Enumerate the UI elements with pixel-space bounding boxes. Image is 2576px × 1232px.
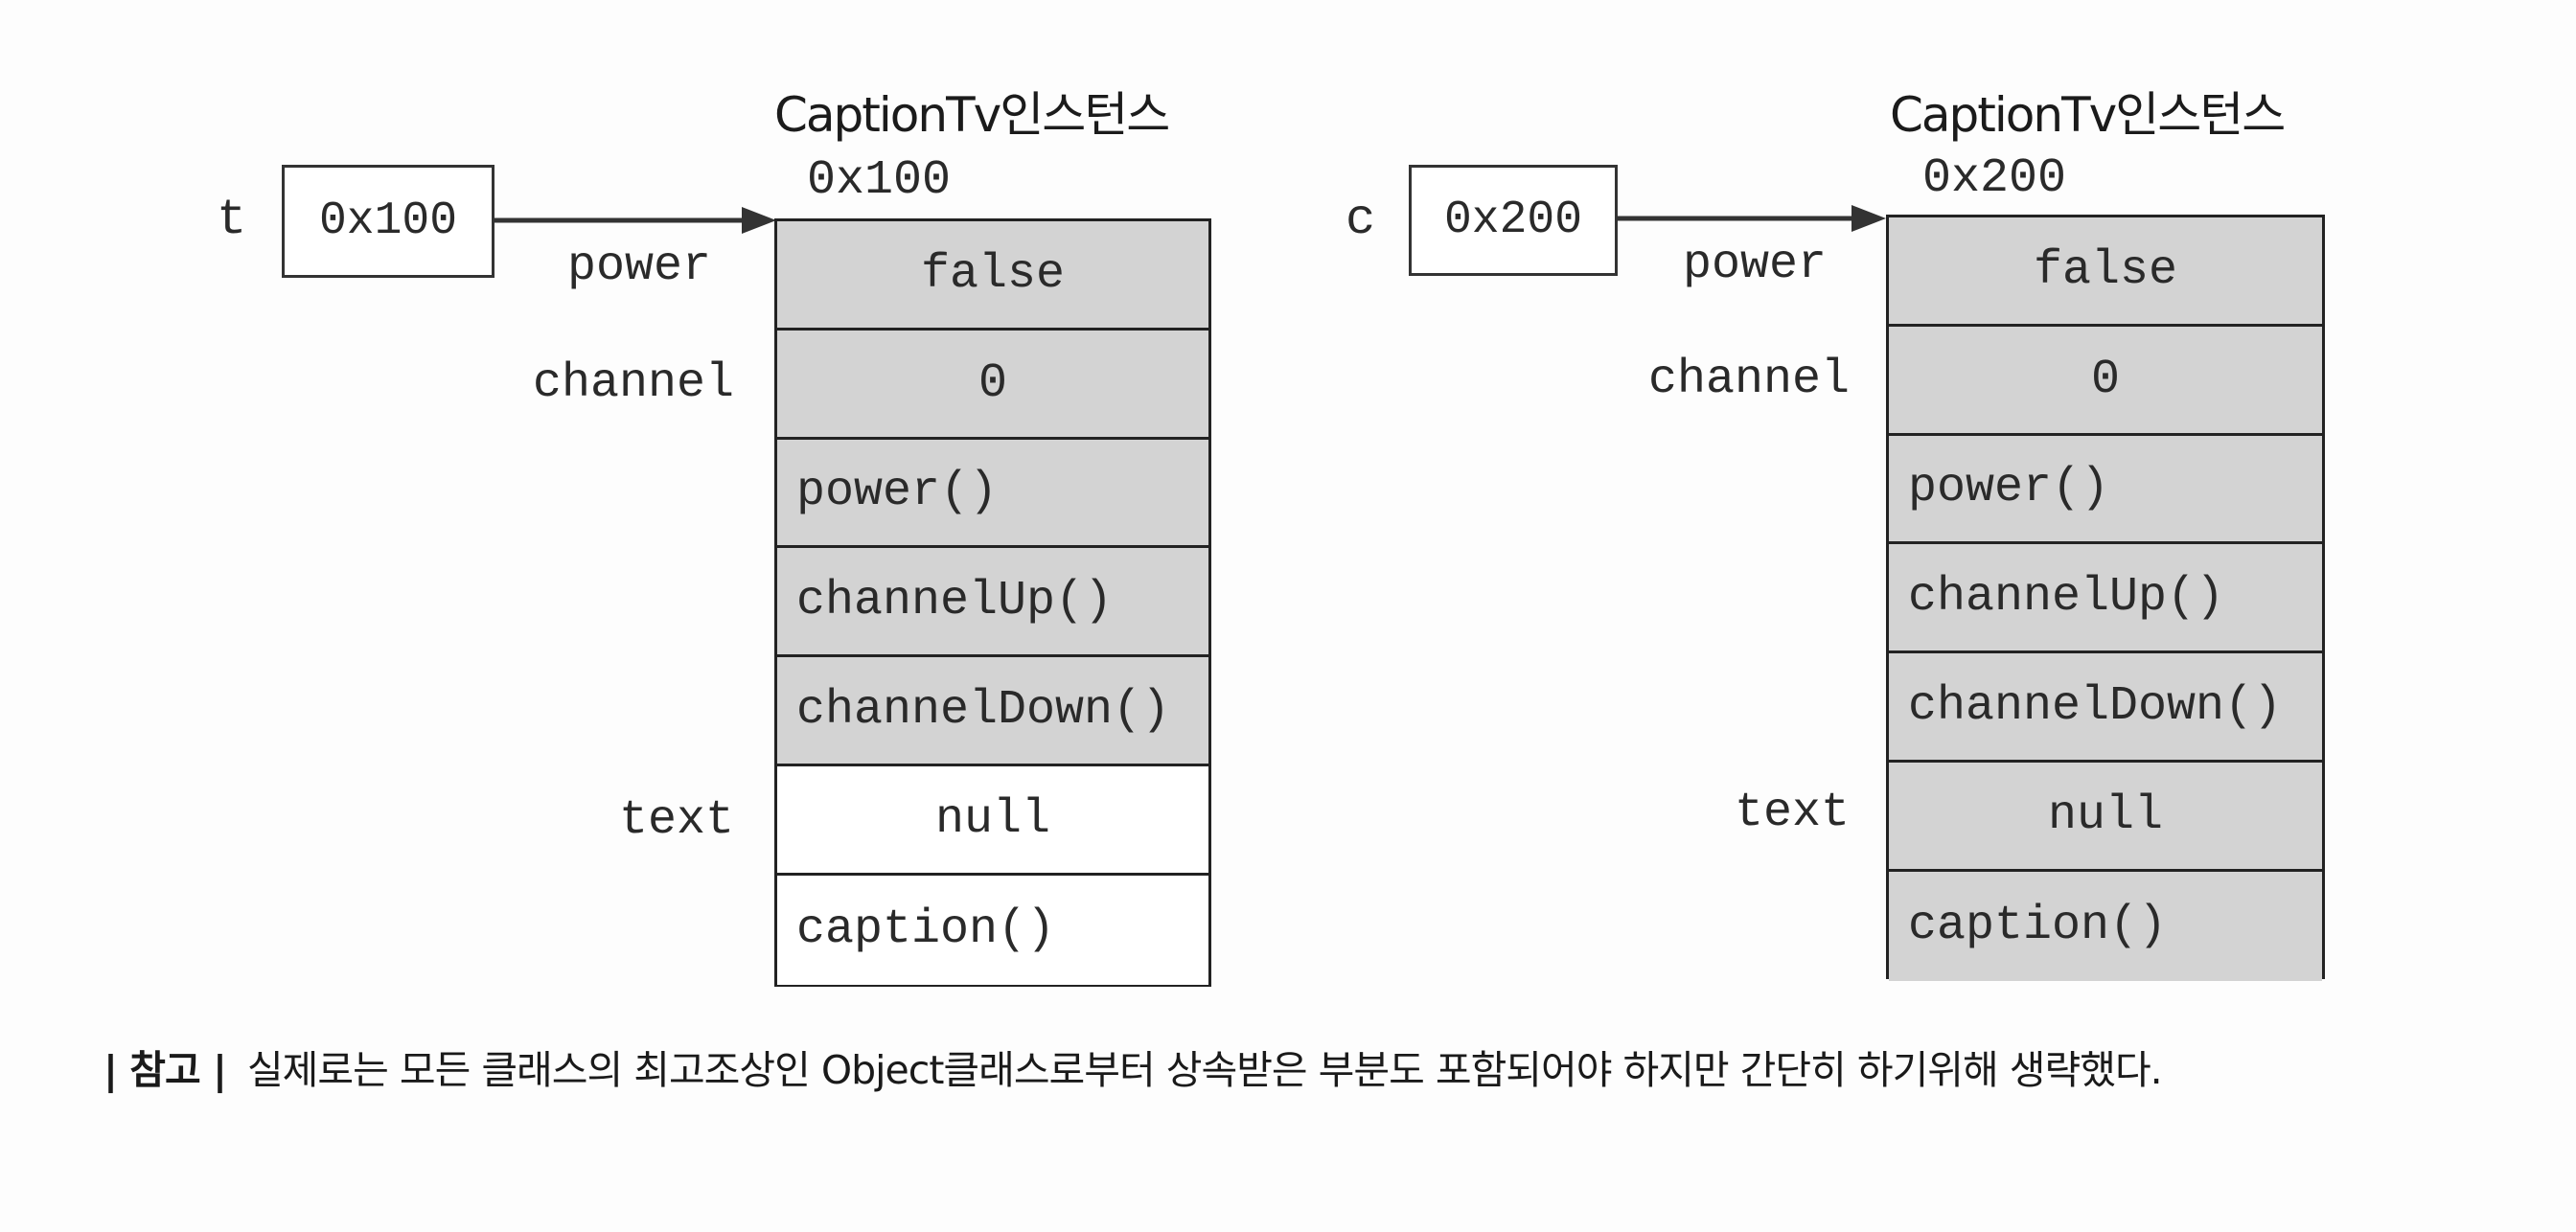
right-cell-channelup-method: channelUp() bbox=[1889, 544, 2322, 654]
note-tag: | 참고 | bbox=[104, 1047, 227, 1093]
left-cell-channel-value: 0 bbox=[777, 330, 1208, 440]
left-cell-power-method: power() bbox=[777, 439, 1208, 549]
right-cell-power-method: power() bbox=[1889, 435, 2322, 545]
right-instance-title: CaptionTv인스턴스 bbox=[1890, 87, 2286, 143]
right-cell-text-value: null bbox=[1889, 762, 2322, 872]
right-label-text: text bbox=[1734, 786, 1850, 840]
reference-note: | 참고 | 실제로는 모든 클래스의 최고조상인 Object클래스로부터 상속… bbox=[104, 1035, 2518, 1106]
left-cell-channelup-method: channelUp() bbox=[777, 548, 1208, 658]
right-reference-arrow bbox=[1618, 205, 1886, 232]
right-instance-memory: false 0 power() channelUp() channelDown(… bbox=[1886, 215, 2325, 981]
right-cell-power-value: false bbox=[1889, 217, 2322, 327]
left-reference-value: 0x100 bbox=[318, 195, 458, 247]
left-reference-box: 0x100 bbox=[282, 165, 494, 278]
left-cell-power-value: false bbox=[777, 221, 1208, 331]
right-cell-caption-method: caption() bbox=[1889, 871, 2322, 981]
right-cell-channeldown-method: channelDown() bbox=[1889, 653, 2322, 763]
right-variable-name: c bbox=[1346, 192, 1376, 248]
left-reference-arrow bbox=[494, 207, 776, 234]
left-cell-caption-method: caption() bbox=[777, 875, 1208, 985]
left-variable-name: t bbox=[217, 192, 247, 248]
right-instance-address: 0x200 bbox=[1922, 151, 2067, 206]
left-instance-address: 0x100 bbox=[807, 153, 952, 208]
left-instance-memory: false 0 power() channelUp() channelDown(… bbox=[774, 218, 1211, 987]
left-instance-title: CaptionTv인스턴스 bbox=[774, 87, 1170, 143]
left-cell-text-value: null bbox=[777, 765, 1208, 876]
left-label-channel: channel bbox=[532, 356, 734, 411]
right-label-channel: channel bbox=[1647, 353, 1850, 407]
right-reference-box: 0x200 bbox=[1409, 165, 1618, 276]
right-label-power: power bbox=[1682, 238, 1827, 292]
right-cell-channel-value: 0 bbox=[1889, 326, 2322, 436]
left-label-text: text bbox=[618, 793, 734, 848]
left-cell-channeldown-method: channelDown() bbox=[777, 657, 1208, 766]
right-reference-value: 0x200 bbox=[1443, 194, 1583, 246]
note-text: 실제로는 모든 클래스의 최고조상인 Object클래스로부터 상속받은 부분도… bbox=[246, 1047, 2163, 1093]
left-label-power: power bbox=[566, 240, 711, 294]
